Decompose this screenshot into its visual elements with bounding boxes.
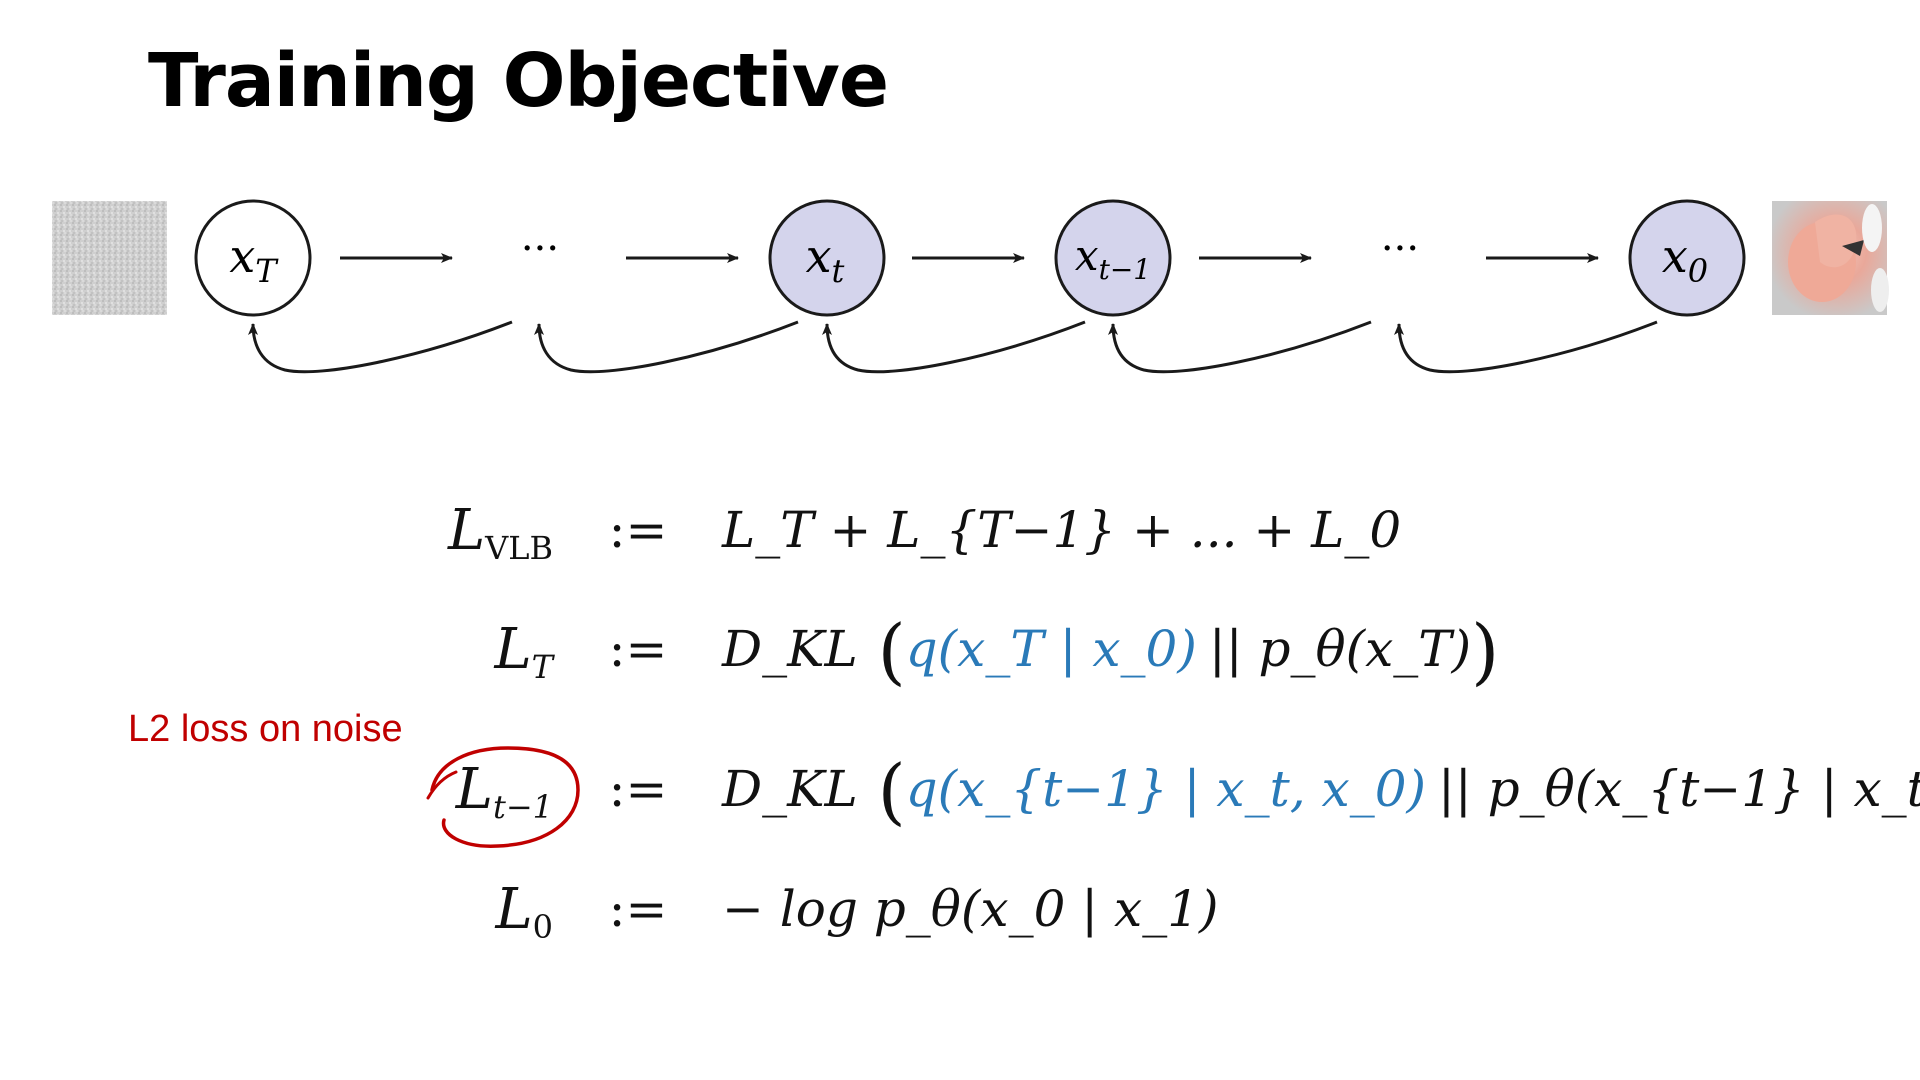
eq-ltm1-op: := xyxy=(609,760,668,818)
eq-vlb-lhs: L xyxy=(447,498,485,563)
svg-text:D_KL (q(x_{t−1} | x_t,: D_KL (q(x_{t−1} | x_t, x_0)|| p_θ(x_{t−1… xyxy=(721,749,1920,833)
eq-vlb-op: := xyxy=(609,501,668,559)
arrow-backward-2 xyxy=(534,320,799,374)
arrow-backward-4 xyxy=(1108,320,1372,374)
node-x-0-base: x xyxy=(1662,229,1688,283)
svg-text:xt: xt xyxy=(806,229,845,290)
node-x-t-minus-1-base: x xyxy=(1075,231,1099,280)
eq-ltm1-lhs-sub: t−1 xyxy=(493,788,553,826)
eq-l0-rhs: − log p_θ(x_0 | x_1) xyxy=(722,880,1219,938)
eq-lt-lhs: L xyxy=(493,617,531,682)
eq-ltm1-rhs-rest: || p_θ(x_{t−1} | x_t) xyxy=(1438,760,1920,818)
node-x-t-minus-1-sub: t−1 xyxy=(1099,253,1152,286)
noise-image xyxy=(52,201,167,315)
svg-text:xT: xT xyxy=(229,229,279,290)
equation-lt: LT := D_KL (q(x_T | x_0)|| p_θ(x_T)) xyxy=(493,609,1499,693)
svg-text:x0: x0 xyxy=(1662,229,1708,290)
node-x-t-minus-1: xt−1 xyxy=(1054,199,1172,317)
ellipsis-right: ··· xyxy=(1381,226,1419,272)
svg-text:xt−1: xt−1 xyxy=(1075,231,1151,286)
eq-lt-rhs-rest: || p_θ(x_T) xyxy=(1209,620,1471,678)
node-x-T: xT xyxy=(194,199,312,317)
node-x-0: x0 xyxy=(1628,199,1746,317)
node-x-t: xt xyxy=(768,199,886,317)
svg-text:D_KL (q(x_T | x_0)|| p: D_KL (q(x_T | x_0)|| p_θ(x_T)) xyxy=(721,609,1499,693)
eq-lt-rhs-blue: q(x_T | x_0) xyxy=(906,620,1197,678)
arrow-backward-5 xyxy=(1394,320,1658,374)
node-x-T-sub: T xyxy=(255,252,279,290)
handwritten-circle xyxy=(430,746,580,848)
eq-lt-op: := xyxy=(609,620,668,678)
eq-vlb-rhs: L_T + L_{T−1} + ... + L_0 xyxy=(721,501,1401,559)
ellipsis-left: ··· xyxy=(521,226,559,272)
node-x-t-sub: t xyxy=(832,252,845,290)
eq-l0-op: := xyxy=(609,880,668,938)
eq-lt-lhs-sub: T xyxy=(532,648,556,686)
equation-lt-minus-1: Lt−1 := D_KL (q(x_{t−1} | x_t, x_0)|| p_… xyxy=(426,746,1920,848)
arrow-backward-1 xyxy=(248,320,513,374)
svg-text:Lt−1: Lt−1 xyxy=(455,757,553,826)
node-x-0-sub: 0 xyxy=(1688,252,1708,290)
svg-text:L0: L0 xyxy=(494,877,553,946)
eq-l0-lhs: L xyxy=(494,877,532,942)
eq-vlb-lhs-sub: VLB xyxy=(484,529,553,567)
annotation-l2-loss: L2 loss on noise xyxy=(128,708,403,750)
arrow-backward-3 xyxy=(822,320,1086,374)
equation-vlb: LVLB := L_T + L_{T−1} + ... + L_0 xyxy=(447,498,1401,567)
handwritten-circle-tail xyxy=(426,770,458,800)
node-x-T-base: x xyxy=(229,229,255,283)
node-x-t-base: x xyxy=(806,229,832,283)
slide-title: Training Objective xyxy=(148,38,889,124)
svg-text:LVLB: LVLB xyxy=(447,498,553,567)
equation-l0: L0 := − log p_θ(x_0 | x_1) xyxy=(494,877,1218,946)
eq-ltm1-lhs: L xyxy=(455,757,493,822)
eq-ltm1-rhs-prefix: D_KL xyxy=(721,760,858,818)
eq-lt-rhs-prefix: D_KL xyxy=(721,620,858,678)
eq-l0-lhs-sub: 0 xyxy=(533,908,553,946)
eq-ltm1-rhs-blue: q(x_{t−1} | x_t, x_0) xyxy=(906,760,1426,818)
svg-text:LT: LT xyxy=(493,617,555,686)
flamingo-image xyxy=(1772,201,1889,315)
